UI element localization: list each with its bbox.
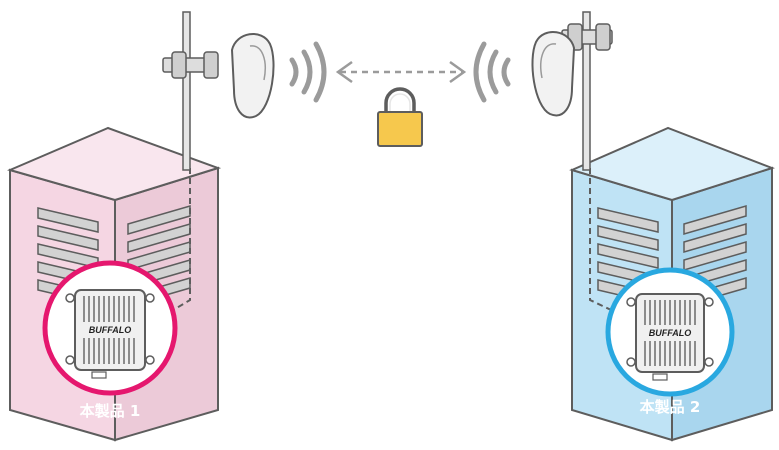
product-2-brand: BUFFALO [649, 328, 692, 338]
lock-body [377, 111, 423, 147]
pole-left [182, 11, 191, 171]
pole-right [582, 11, 591, 171]
antenna-left [162, 11, 275, 171]
wireless-signal-icon-right [473, 41, 511, 103]
cable-left [119, 168, 191, 343]
building-right-roof [569, 126, 776, 202]
product-1-brand: BUFFALO [89, 325, 132, 335]
product-1-device [74, 289, 146, 371]
product-2-label: 本製品 2 [640, 398, 701, 416]
antenna-right [531, 11, 613, 171]
lock-icon [377, 87, 423, 147]
product-1-fins [83, 296, 135, 364]
product-1-label: 本製品 1 [80, 402, 141, 420]
building-left-roof [7, 126, 222, 202]
product-2-fins [644, 300, 696, 366]
product-2: BUFFALO 本製品 2 [605, 267, 735, 416]
wireless-signal-icon [289, 41, 327, 103]
product-1: BUFFALO 本製品 1 [42, 260, 178, 420]
double-arrow-icon [335, 60, 467, 84]
product-2-device [635, 293, 705, 373]
